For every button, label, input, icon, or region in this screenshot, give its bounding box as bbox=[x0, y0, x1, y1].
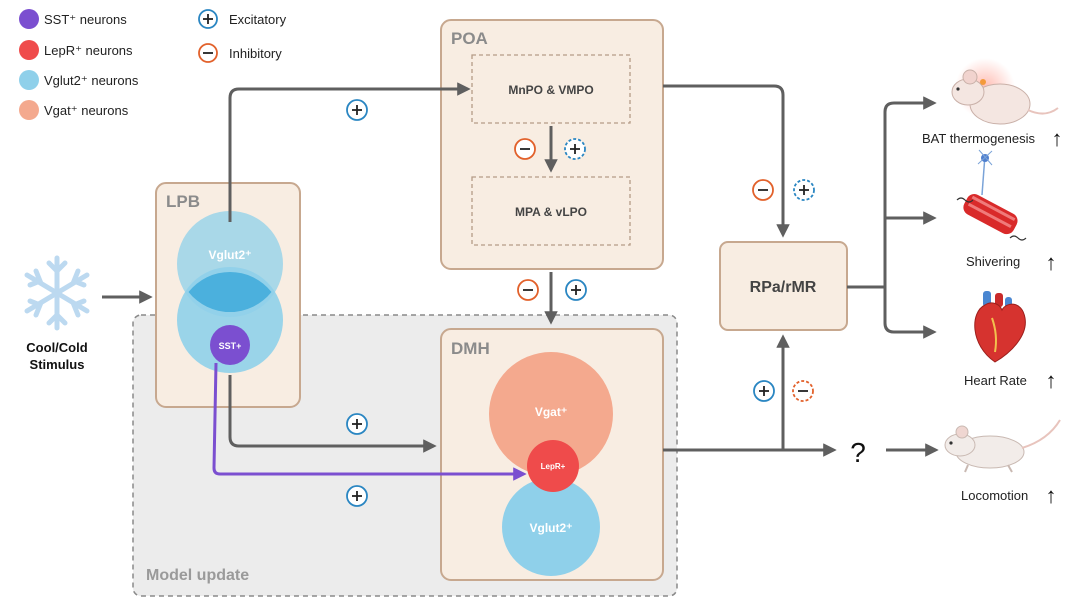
dmh-vgat-label: Vgat⁺ bbox=[535, 405, 567, 419]
legend-label-inhibitory: Inhibitory bbox=[229, 46, 282, 61]
inhibitory-icon bbox=[517, 279, 539, 301]
inhibitory-icon bbox=[752, 179, 774, 201]
dmh-lepr-circle bbox=[527, 440, 579, 492]
legend-label-sst: SST⁺ neurons bbox=[44, 12, 127, 27]
legend-label-lepr: LepR⁺ neurons bbox=[44, 43, 133, 58]
dmh-title: DMH bbox=[451, 339, 490, 358]
legend-swatch-vgat bbox=[19, 100, 39, 120]
rpa-to-bat-arrow bbox=[883, 96, 937, 287]
legend-swatch-sst bbox=[19, 9, 39, 29]
mpa-vlpo-subregion bbox=[471, 176, 631, 246]
excitatory-icon bbox=[753, 380, 775, 402]
dmh-vglut2-label: Vglut2⁺ bbox=[529, 521, 572, 535]
excitatory-dashed-icon bbox=[793, 179, 815, 201]
output-label-locomotion: Locomotion bbox=[961, 488, 1028, 503]
excitatory-icon bbox=[346, 485, 368, 507]
poa-title: POA bbox=[451, 29, 488, 48]
connection-arrows bbox=[102, 82, 939, 457]
output-label-shivering: Shivering bbox=[966, 254, 1020, 269]
dmh-vglut2-circle bbox=[502, 478, 600, 576]
poa-to-rpa-arrow bbox=[663, 84, 790, 238]
dmh-lepr-label: LepR+ bbox=[541, 462, 566, 471]
mpa-vlpo-label: MPA & vLPO bbox=[515, 205, 587, 219]
inhibitory-dashed-icon bbox=[792, 380, 814, 402]
output-label-bat: BAT thermogenesis bbox=[922, 131, 1035, 146]
heart-icon bbox=[974, 291, 1026, 363]
mouse-icon bbox=[944, 419, 1061, 473]
legend: SST⁺ neurons LepR⁺ neurons Vglut2⁺ neuro… bbox=[19, 9, 287, 120]
legend-label-excitatory: Excitatory bbox=[229, 12, 287, 27]
lpb-vglut2-label: Vglut2⁺ bbox=[208, 248, 251, 262]
sst-to-lepr-arrow bbox=[212, 362, 527, 481]
rpa-to-heart-arrow bbox=[883, 287, 937, 339]
mnpo-vmpo-label: MnPO & VMPO bbox=[508, 83, 593, 97]
lpb-sst-circle bbox=[210, 325, 250, 365]
output-increase-bat-icon: ↑ bbox=[1052, 126, 1063, 151]
mouse-icon bbox=[951, 58, 1059, 125]
output-increase-locomotion-icon: ↑ bbox=[1046, 483, 1057, 508]
excitatory-icon bbox=[346, 99, 368, 121]
lpb-to-dmh-arrow bbox=[228, 375, 437, 453]
model-update-label: Model update bbox=[146, 567, 249, 584]
snowflake-icon bbox=[24, 255, 90, 331]
excitatory-dashed-icon bbox=[564, 138, 586, 160]
lpb-vglut2-overlap bbox=[188, 271, 272, 313]
lpb-title: LPB bbox=[166, 192, 200, 211]
unknown-mediator-label: ? bbox=[850, 437, 866, 468]
sign-markers bbox=[346, 99, 815, 507]
legend-swatch-lepr bbox=[19, 40, 39, 60]
rpa-rmr-label: RPa/rMR bbox=[750, 279, 817, 296]
legend-inhibitory-icon bbox=[198, 43, 218, 63]
dmh-vgat-circle bbox=[489, 352, 613, 476]
legend-excitatory-icon bbox=[198, 9, 218, 29]
stimulus-label-line1: Cool/Cold bbox=[26, 340, 87, 355]
legend-label-vgat: Vgat⁺ neurons bbox=[44, 103, 129, 118]
legend-label-vglut2: Vglut2⁺ neurons bbox=[44, 73, 139, 88]
inhibitory-icon bbox=[514, 138, 536, 160]
output-label-heart-rate: Heart Rate bbox=[964, 373, 1027, 388]
excitatory-icon bbox=[346, 413, 368, 435]
mnpo-vmpo-subregion bbox=[471, 54, 631, 124]
muscle-icon bbox=[956, 149, 1027, 241]
legend-swatch-vglut2 bbox=[19, 70, 39, 90]
excitatory-icon bbox=[565, 279, 587, 301]
stimulus-label-line2: Stimulus bbox=[30, 357, 85, 372]
lpb-to-poa-arrow bbox=[228, 82, 471, 222]
lpb-sst-label: SST+ bbox=[219, 341, 242, 351]
output-increase-heart-rate-icon: ↑ bbox=[1046, 368, 1057, 393]
output-increase-shivering-icon: ↑ bbox=[1046, 250, 1057, 275]
